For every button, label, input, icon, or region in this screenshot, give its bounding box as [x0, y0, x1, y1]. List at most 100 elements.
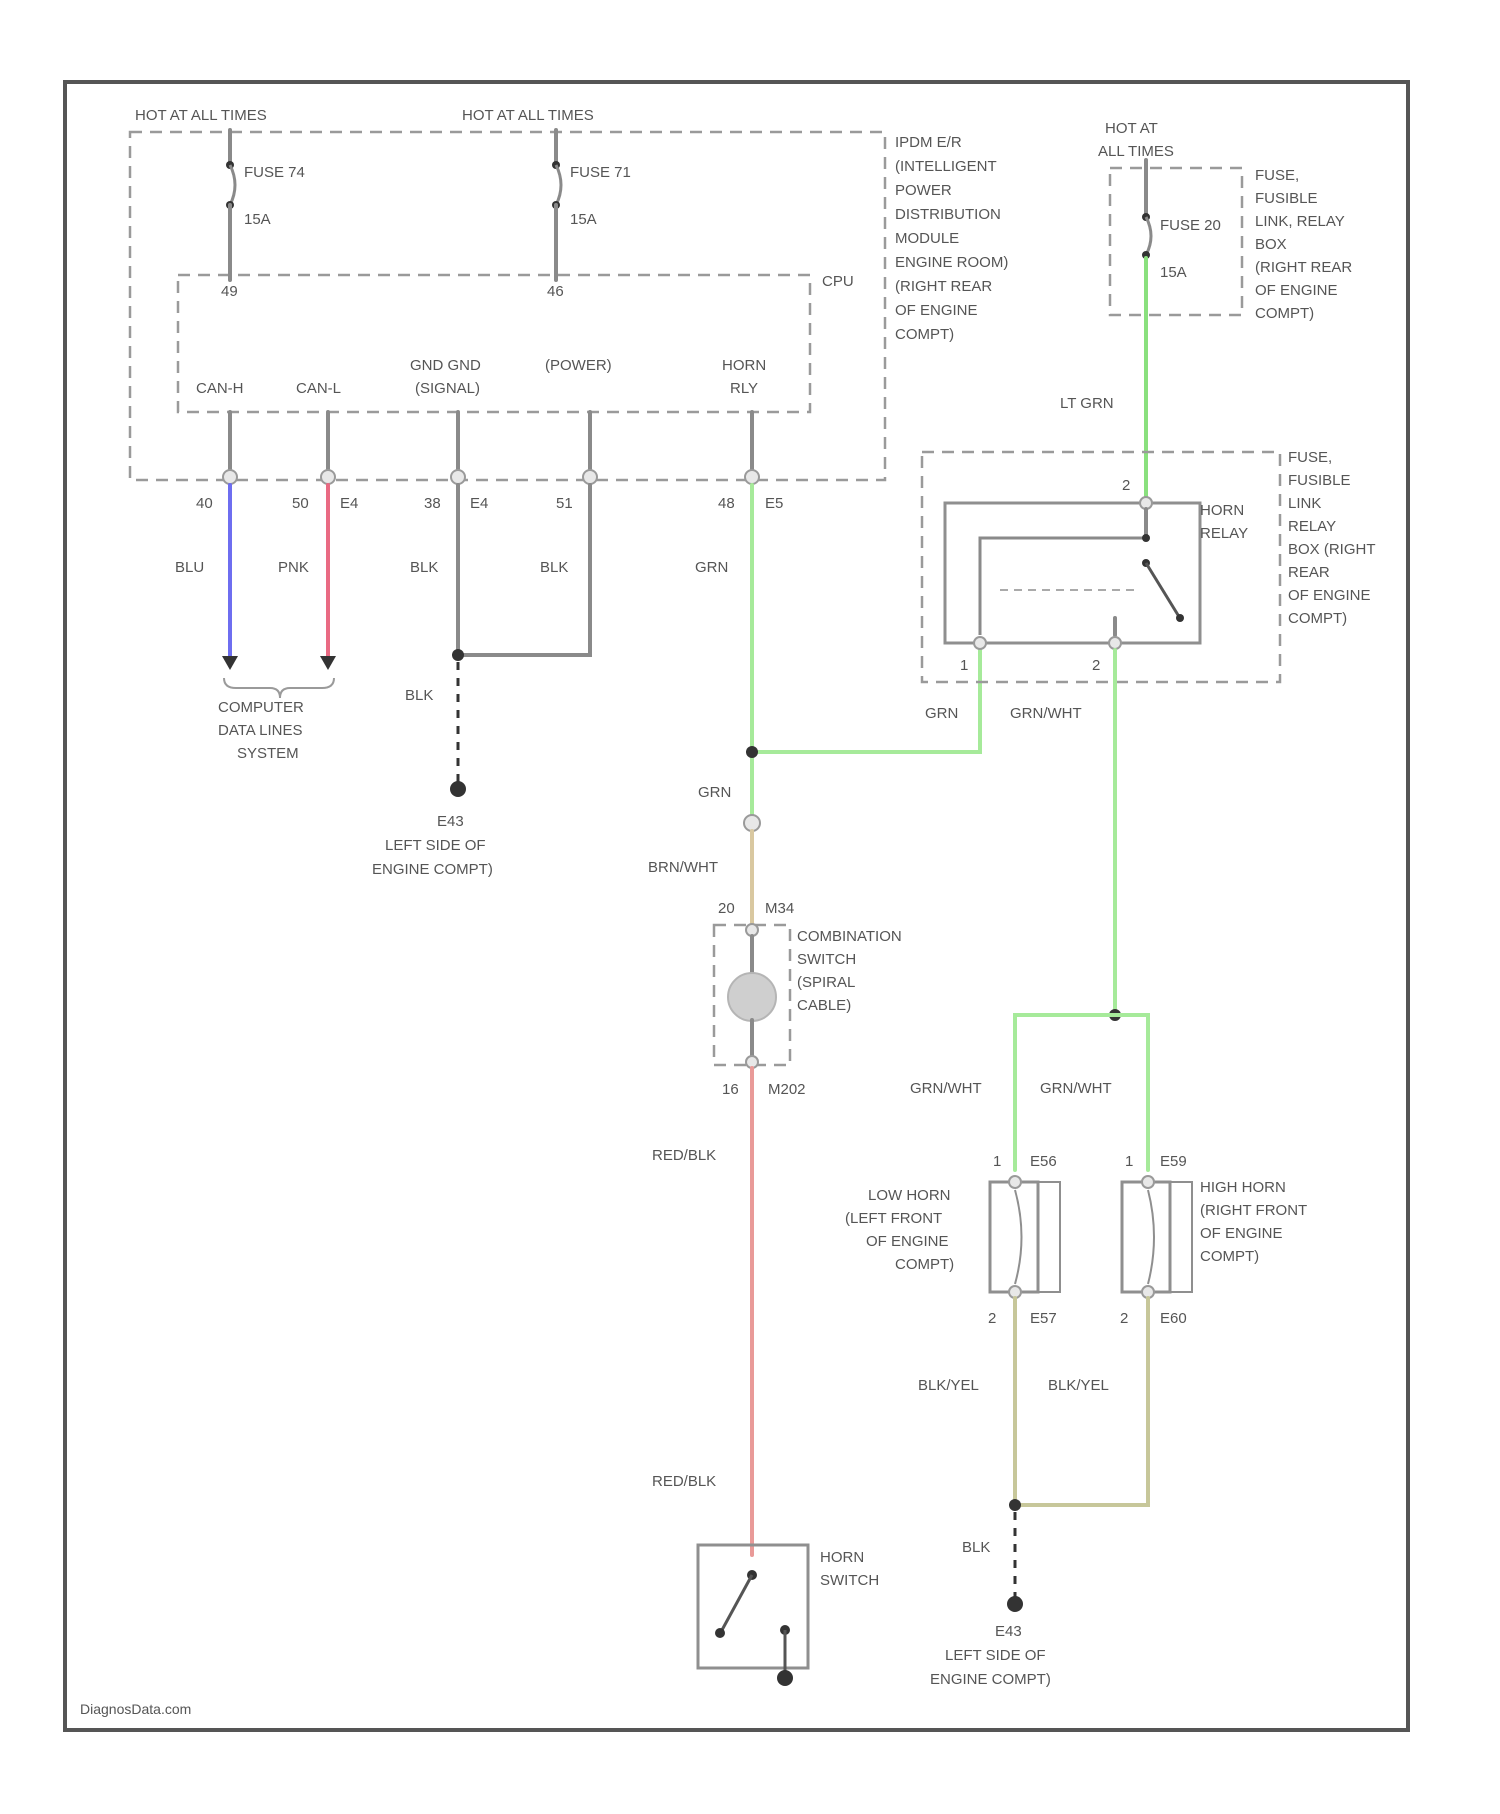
- ipdm-line-6: ENGINE ROOM): [895, 254, 1008, 271]
- low-horn-diaphragm: [1015, 1190, 1022, 1284]
- wire-label-grn-wht-relay: GRN/WHT: [1010, 705, 1082, 722]
- horn-switch-blade: [722, 1575, 752, 1630]
- fuse-74-label: FUSE 74: [244, 164, 305, 181]
- ipdm-line-1: IPDM E/R: [895, 134, 962, 151]
- wire-blu-arrow: [222, 656, 238, 670]
- splice-grn: [746, 746, 758, 758]
- high-horn-conn-top: E59: [1160, 1153, 1187, 1170]
- computer-data-lines-l3: SYSTEM: [237, 745, 299, 762]
- low-horn-bell: [1038, 1182, 1060, 1292]
- low-horn-pin-top-dot: [1009, 1176, 1021, 1188]
- high-horn-diaphragm: [1148, 1190, 1154, 1284]
- relay-coil-path: [980, 538, 1146, 635]
- fuse-box-line-3: LINK, RELAY: [1255, 213, 1345, 230]
- high-horn-line-4: COMPT): [1200, 1248, 1259, 1265]
- low-horn-line-3: OF ENGINE: [866, 1233, 949, 1250]
- high-horn-conn-bot: E60: [1160, 1310, 1187, 1327]
- high-horn-pin-top: 1: [1125, 1153, 1133, 1170]
- high-horn-pin-bot: 2: [1120, 1310, 1128, 1327]
- terminal-horn-2: RLY: [730, 380, 758, 397]
- low-horn-pin-bot: 2: [988, 1310, 996, 1327]
- horn-switch-ground: [777, 1670, 793, 1686]
- combo-line-3: (SPIRAL: [797, 974, 855, 991]
- pin-gnd-signal: [451, 470, 465, 484]
- wire-label-grn-c: GRN: [698, 784, 731, 801]
- fuse-74-amp: 15A: [244, 211, 271, 228]
- hot-at-right-2: ALL TIMES: [1098, 143, 1174, 160]
- pin-can-l: [321, 470, 335, 484]
- fuse-box-line-2: FUSIBLE: [1255, 190, 1318, 207]
- ipdm-line-5: MODULE: [895, 230, 959, 247]
- fuse-71-element: [556, 165, 561, 205]
- wire-label-grn-wht-high: GRN/WHT: [1040, 1080, 1112, 1097]
- wire-label-red-blk-b: RED/BLK: [652, 1473, 716, 1490]
- low-horn-conn-bot: E57: [1030, 1310, 1057, 1327]
- horn-switch-l2: SWITCH: [820, 1572, 879, 1589]
- wire-label-brn-wht: BRN/WHT: [648, 859, 718, 876]
- combo-line-2: SWITCH: [797, 951, 856, 968]
- relay-box-description: FUSE, FUSIBLE LINK RELAY BOX (RIGHT REAR…: [1288, 449, 1376, 627]
- pin-number-48: 48: [718, 495, 735, 512]
- terminal-power: (POWER): [545, 357, 612, 374]
- ground-right-name: E43: [995, 1623, 1022, 1640]
- combo-line-4: CABLE): [797, 997, 851, 1014]
- wire-label-blk-c: BLK: [405, 687, 433, 704]
- pin-gnd-power: [583, 470, 597, 484]
- ipdm-line-3: POWER: [895, 182, 952, 199]
- combo-conn-bottom: M202: [768, 1081, 806, 1098]
- low-horn-line-4: COMPT): [895, 1256, 954, 1273]
- wire-grn-to-relay: [752, 640, 980, 752]
- horn-switch-box: [698, 1545, 808, 1668]
- wire-label-lt-grn: LT GRN: [1060, 395, 1114, 412]
- connector-e4-b: E4: [470, 495, 488, 512]
- relay-box-line-6: REAR: [1288, 564, 1330, 581]
- horn-relay-body: [945, 503, 1200, 643]
- ipdm-line-8: OF ENGINE: [895, 302, 978, 319]
- wire-label-grn-a: GRN: [695, 559, 728, 576]
- combo-pin-bottom: 16: [722, 1081, 739, 1098]
- combo-conn-top: M34: [765, 900, 794, 917]
- fuse-74-pin: 49: [221, 283, 238, 300]
- ipdm-description: IPDM E/R (INTELLIGENT POWER DISTRIBUTION…: [895, 134, 1008, 343]
- fuse-box-line-5: (RIGHT REAR: [1255, 259, 1352, 276]
- fuse-box-line-4: BOX: [1255, 236, 1287, 253]
- low-horn-conn-top: E56: [1030, 1153, 1057, 1170]
- connector-e4-a: E4: [340, 495, 358, 512]
- ground-left-l2: ENGINE COMPT): [372, 861, 493, 878]
- wire-label-blu: BLU: [175, 559, 204, 576]
- relay-contact-1: [1142, 534, 1150, 542]
- fuse-box-line-6: OF ENGINE: [1255, 282, 1338, 299]
- fuse-box-outline: [1110, 168, 1242, 315]
- ground-right-point: [1007, 1596, 1023, 1612]
- low-horn-body: [990, 1182, 1038, 1292]
- ground-right-l2: ENGINE COMPT): [930, 1671, 1051, 1688]
- relay-pin-right-dot: [1109, 637, 1121, 649]
- relay-box-line-8: COMPT): [1288, 610, 1347, 627]
- fuse-71-pin: 46: [547, 283, 564, 300]
- relay-box-line-5: BOX (RIGHT: [1288, 541, 1376, 558]
- combo-line-1: COMBINATION: [797, 928, 902, 945]
- relay-box-line-7: OF ENGINE: [1288, 587, 1371, 604]
- cpu-outline: [178, 275, 810, 412]
- low-horn-line-1: LOW HORN: [868, 1187, 951, 1204]
- high-horn-line-1: HIGH HORN: [1200, 1179, 1286, 1196]
- horn-switch-l1: HORN: [820, 1549, 864, 1566]
- wire-label-grn-wht-low: GRN/WHT: [910, 1080, 982, 1097]
- wire-label-red-blk-a: RED/BLK: [652, 1147, 716, 1164]
- fuse-box-line-7: COMPT): [1255, 305, 1314, 322]
- combo-pin-top: 20: [718, 900, 735, 917]
- ipdm-line-2: (INTELLIGENT: [895, 158, 997, 175]
- relay-box-line-3: LINK: [1288, 495, 1321, 512]
- cpu-label: CPU: [822, 273, 854, 290]
- relay-pin-left: 1: [960, 657, 968, 674]
- horn-switch-contact-left: [715, 1628, 725, 1638]
- splice-blk-ground: [452, 649, 464, 661]
- ipdm-line-4: DISTRIBUTION: [895, 206, 1001, 223]
- high-horn-line-3: OF ENGINE: [1200, 1225, 1283, 1242]
- terminal-can-l: CAN-L: [296, 380, 341, 397]
- pin-horn-rly: [745, 470, 759, 484]
- relay-box-line-4: RELAY: [1288, 518, 1336, 535]
- relay-pin-top: 2: [1122, 477, 1130, 494]
- hot-at-right-1: HOT AT: [1105, 120, 1158, 137]
